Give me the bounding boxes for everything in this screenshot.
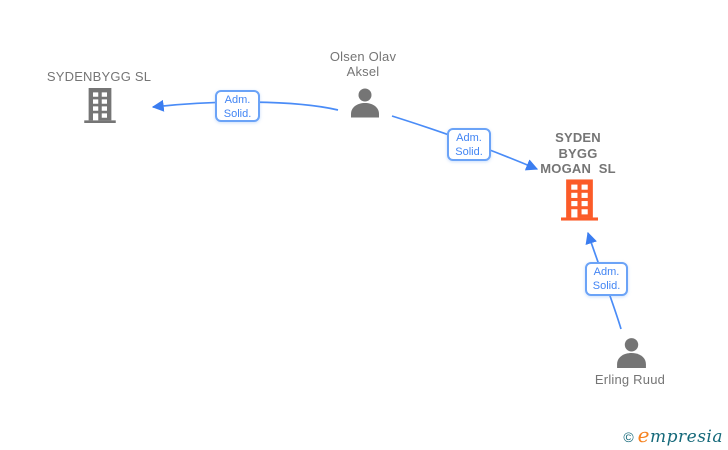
node-sydenbygg-label: SYDENBYGG SL: [46, 69, 152, 84]
empresia-logo[interactable]: © empresia: [623, 423, 723, 447]
edge-label-line1: Adm.: [224, 94, 251, 106]
edge-label-line1: Adm.: [593, 266, 620, 278]
brand-rest: mpresia: [650, 427, 723, 447]
node-mogan-label-line3: MOGAN SL: [540, 161, 616, 176]
edge-label-adm-solid-2: Adm. Solid.: [447, 128, 491, 161]
edge-label-line2: Solid.: [223, 108, 252, 120]
edge-label-adm-solid-3: Adm. Solid.: [585, 262, 628, 296]
node-olsen-label-line2: Aksel: [346, 64, 380, 79]
edge-label-line2: Solid.: [592, 280, 621, 292]
edge-label-line2: Solid.: [455, 146, 483, 158]
node-mogan-label: SYDEN BYGG MOGAN SL: [498, 130, 658, 177]
copyright-icon: ©: [623, 429, 634, 445]
person-icon: [351, 88, 379, 118]
node-olsen-label: Olsen Olav Aksel: [285, 49, 441, 79]
brand-first-letter: e: [637, 423, 650, 447]
node-mogan-label-line1: SYDEN: [555, 130, 601, 145]
building-icon-highlighted: [561, 179, 598, 221]
building-icon: [84, 88, 116, 123]
node-erling-label: Erling Ruud: [594, 372, 666, 387]
node-mogan-label-line2: BYGG: [558, 145, 598, 161]
brand-wordmark: empresia: [638, 423, 723, 447]
edge-label-line1: Adm.: [456, 132, 482, 144]
node-olsen-label-line1: Olsen Olav: [329, 49, 397, 64]
edge-label-adm-solid-1: Adm. Solid.: [215, 90, 260, 122]
person-icon: [617, 338, 646, 368]
